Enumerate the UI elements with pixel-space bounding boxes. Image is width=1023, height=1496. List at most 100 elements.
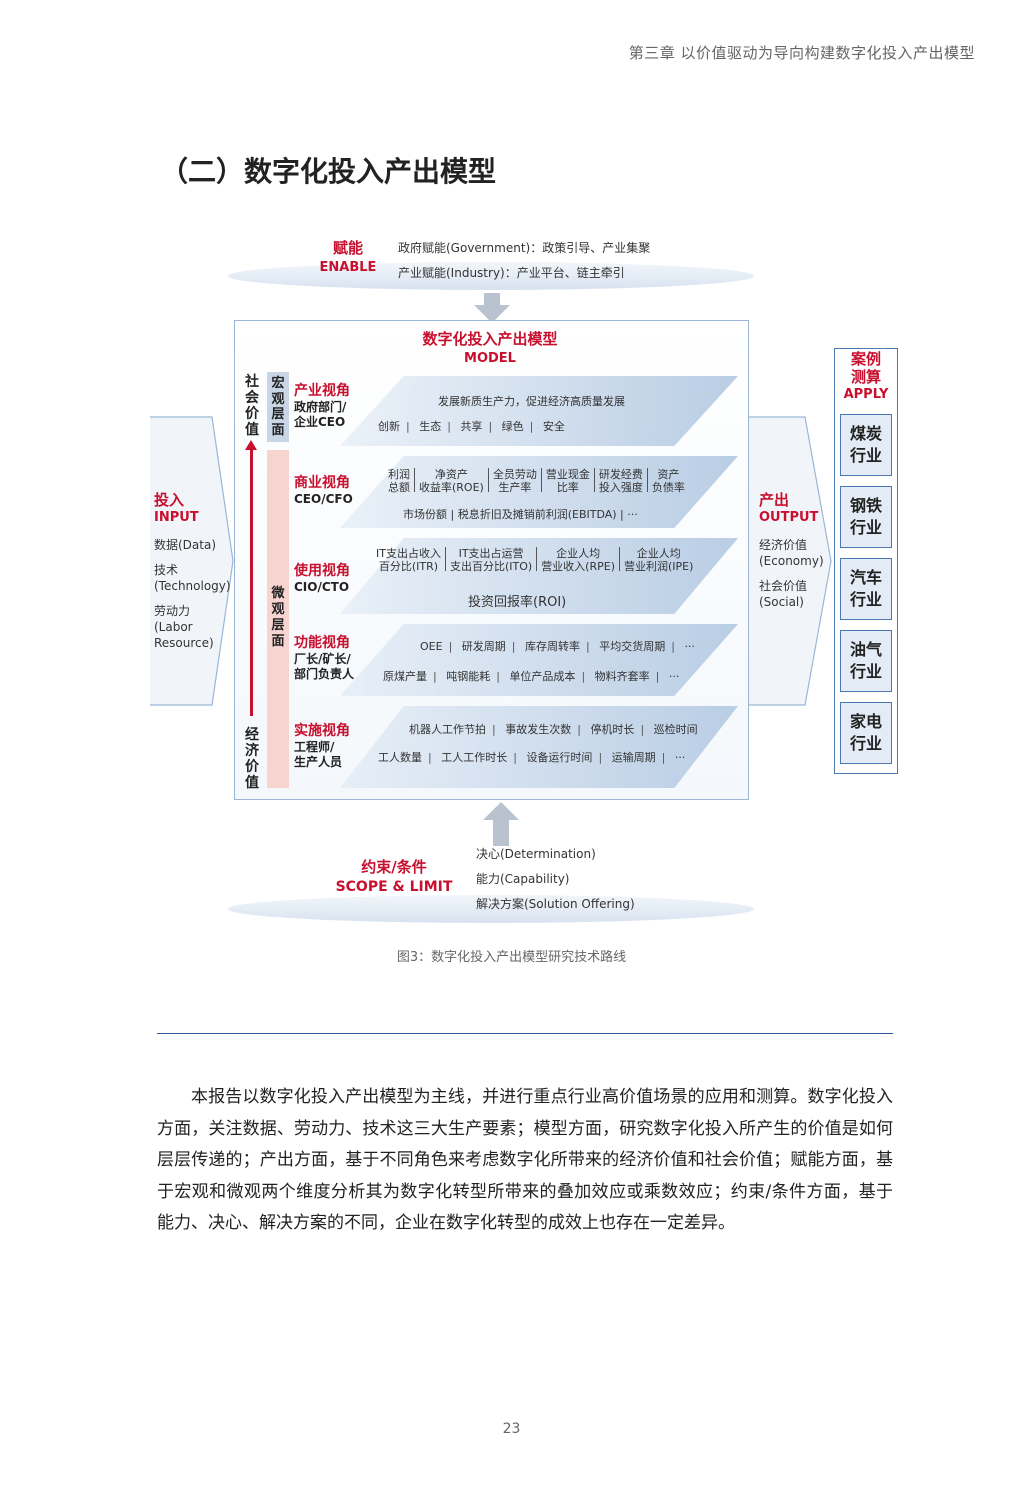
industry-oil-gas: 油气 行业	[840, 630, 892, 692]
metric-cell: 营业现金比率	[546, 468, 590, 494]
metric-line: 研发经费	[598, 468, 643, 481]
enable-title: 赋能 ENABLE	[312, 238, 384, 278]
figure-caption: 图3：数字化投入产出模型研究技术路线	[396, 950, 627, 965]
separator	[593, 468, 595, 492]
input-item: 劳动力	[154, 604, 191, 618]
metric-item: 物料齐套率	[594, 670, 650, 683]
section-title: （二）数字化投入产出模型	[160, 155, 497, 188]
input-title-en: INPUT	[154, 510, 199, 525]
slab-business-metrics: 利润总额净资产收益率(ROE)全员劳动生产率营业现金比率研发经费投入强度资产负债…	[388, 468, 685, 494]
output-item: 经济价值	[759, 538, 808, 552]
input-title-cn: 投入	[154, 491, 185, 509]
metric-line: 总额	[388, 481, 410, 494]
industry-line: 油气	[849, 640, 882, 659]
perspective-usage: 使用视角 CIO/CTO	[294, 562, 364, 595]
body-paragraph: 本报告以数字化投入产出模型为主线，并进行重点行业高价值场景的应用和测算。数字化投…	[157, 1087, 893, 1233]
separator: |	[447, 420, 451, 433]
metric-item: 事故发生次数	[505, 723, 572, 736]
slab-usage	[340, 538, 738, 614]
separator: |	[492, 723, 496, 736]
metric-cell: 研发经费投入强度	[599, 468, 643, 494]
down-arrow-icon	[474, 293, 510, 323]
metric-line: 净资产	[434, 468, 468, 481]
metric-line: 投入强度	[598, 481, 643, 494]
separator: |	[640, 723, 645, 736]
metric-item: 平均交货周期	[599, 640, 666, 653]
metric-cell: 利润总额	[388, 468, 410, 494]
perspective-role: 厂长/矿长/	[294, 652, 351, 666]
separator: |	[428, 751, 432, 764]
metric-item: 绿色	[501, 420, 524, 433]
perspective-title: 功能视角	[294, 635, 350, 651]
scope-title: 约束/条件 SCOPE & LIMIT	[326, 857, 462, 897]
separator: |	[598, 751, 603, 764]
scope-title-cn: 约束/条件	[361, 858, 427, 876]
metric-line: 支出百分比(ITO)	[449, 560, 533, 573]
perspective-title: 商业视角	[294, 475, 350, 491]
separator: |	[496, 670, 500, 683]
slab-implementation	[340, 706, 738, 788]
metric-item: 吨钢能耗	[446, 670, 491, 683]
page-number: 23	[502, 1421, 521, 1437]
metric-item: ···	[684, 640, 695, 653]
output-title-cn: 产出	[759, 491, 790, 509]
separator: |	[581, 670, 586, 683]
metric-line: 企业人均	[636, 547, 681, 560]
metric-item: ···	[668, 670, 680, 683]
metric-line: 百分比(ITR)	[378, 560, 439, 573]
perspective-title: 产业视角	[294, 383, 350, 399]
metric-cell: 企业人均营业利润(IPE)	[624, 547, 693, 573]
value-arrow-line	[250, 448, 253, 716]
metric-cell: 企业人均营业收入(RPE)	[541, 547, 615, 573]
metric-cell: 净资产收益率(ROE)	[419, 468, 484, 494]
perspective-industry: 产业视角 政府部门/ 企业CEO	[294, 382, 364, 430]
metric-item: 设备运行时间	[526, 751, 593, 764]
industry-steel: 钢铁 行业	[840, 486, 892, 548]
up-arrow-icon	[483, 802, 519, 846]
enable-title-en: ENABLE	[319, 260, 377, 275]
separator: |	[433, 670, 437, 683]
input-item: (Technology)	[154, 579, 231, 593]
metric-cell: IT支出占收入百分比(ITR)	[376, 547, 441, 573]
scope-title-en: SCOPE & LIMIT	[335, 879, 453, 895]
enable-lines: 政府赋能(Government)：政策引导、产业集聚 产业赋能(Industry…	[398, 236, 650, 286]
scope-line: 决心(Determination)	[476, 847, 596, 861]
micro-level-bar	[267, 450, 289, 788]
output-item: (Social)	[759, 595, 804, 609]
scope-ellipse	[228, 895, 754, 923]
input-items: 数据(Data) 技术 (Technology) 劳动力 (Labor Reso…	[154, 537, 231, 651]
separator: |	[577, 723, 581, 736]
slab-industry-items: 创新| 生态| 共享| 绿色| 安全	[378, 418, 565, 434]
output-item: 社会价值	[759, 579, 808, 593]
industry-line: 钢铁	[849, 496, 882, 515]
metric-cell: 资产负债率	[652, 468, 685, 494]
output-items: 经济价值 (Economy) 社会价值 (Social)	[759, 537, 824, 610]
macro-level-label: 宏观层面	[271, 376, 285, 438]
metric-line: 利润	[388, 468, 410, 481]
separator: |	[448, 640, 453, 653]
scope-lines: 决心(Determination) 能力(Capability) 解决方案(So…	[476, 842, 635, 917]
separator	[487, 468, 489, 492]
metric-item: 单位产品成本	[509, 670, 576, 683]
output-item: (Economy)	[759, 554, 824, 568]
separator	[536, 547, 538, 571]
input-item: 数据(Data)	[154, 538, 217, 552]
social-value-label: 社会价值	[245, 374, 259, 438]
model-title: 数字化投入产出模型 MODEL	[380, 330, 600, 368]
input-item: 技术	[154, 563, 179, 577]
separator: |	[655, 670, 660, 683]
metric-item: 工人数量	[378, 751, 422, 764]
metric-item: 研发周期	[461, 640, 506, 653]
separator	[444, 547, 446, 571]
industry-line: 行业	[849, 590, 882, 609]
metric-item: 安全	[542, 420, 565, 433]
perspective-business: 商业视角 CEO/CFO	[294, 474, 364, 507]
industry-line: 家电	[849, 712, 882, 731]
perspective-title: 使用视角	[294, 563, 350, 579]
metric-line: 营业收入(RPE)	[541, 560, 615, 573]
output-arrow-shape	[749, 416, 832, 706]
slab-usage-metrics: IT支出占收入百分比(ITR)IT支出占运营支出百分比(ITO)企业人均营业收入…	[376, 547, 693, 573]
apply-box	[834, 348, 898, 774]
industry-appliance: 家电 行业	[840, 702, 892, 764]
metric-line: IT支出占运营	[458, 547, 524, 560]
